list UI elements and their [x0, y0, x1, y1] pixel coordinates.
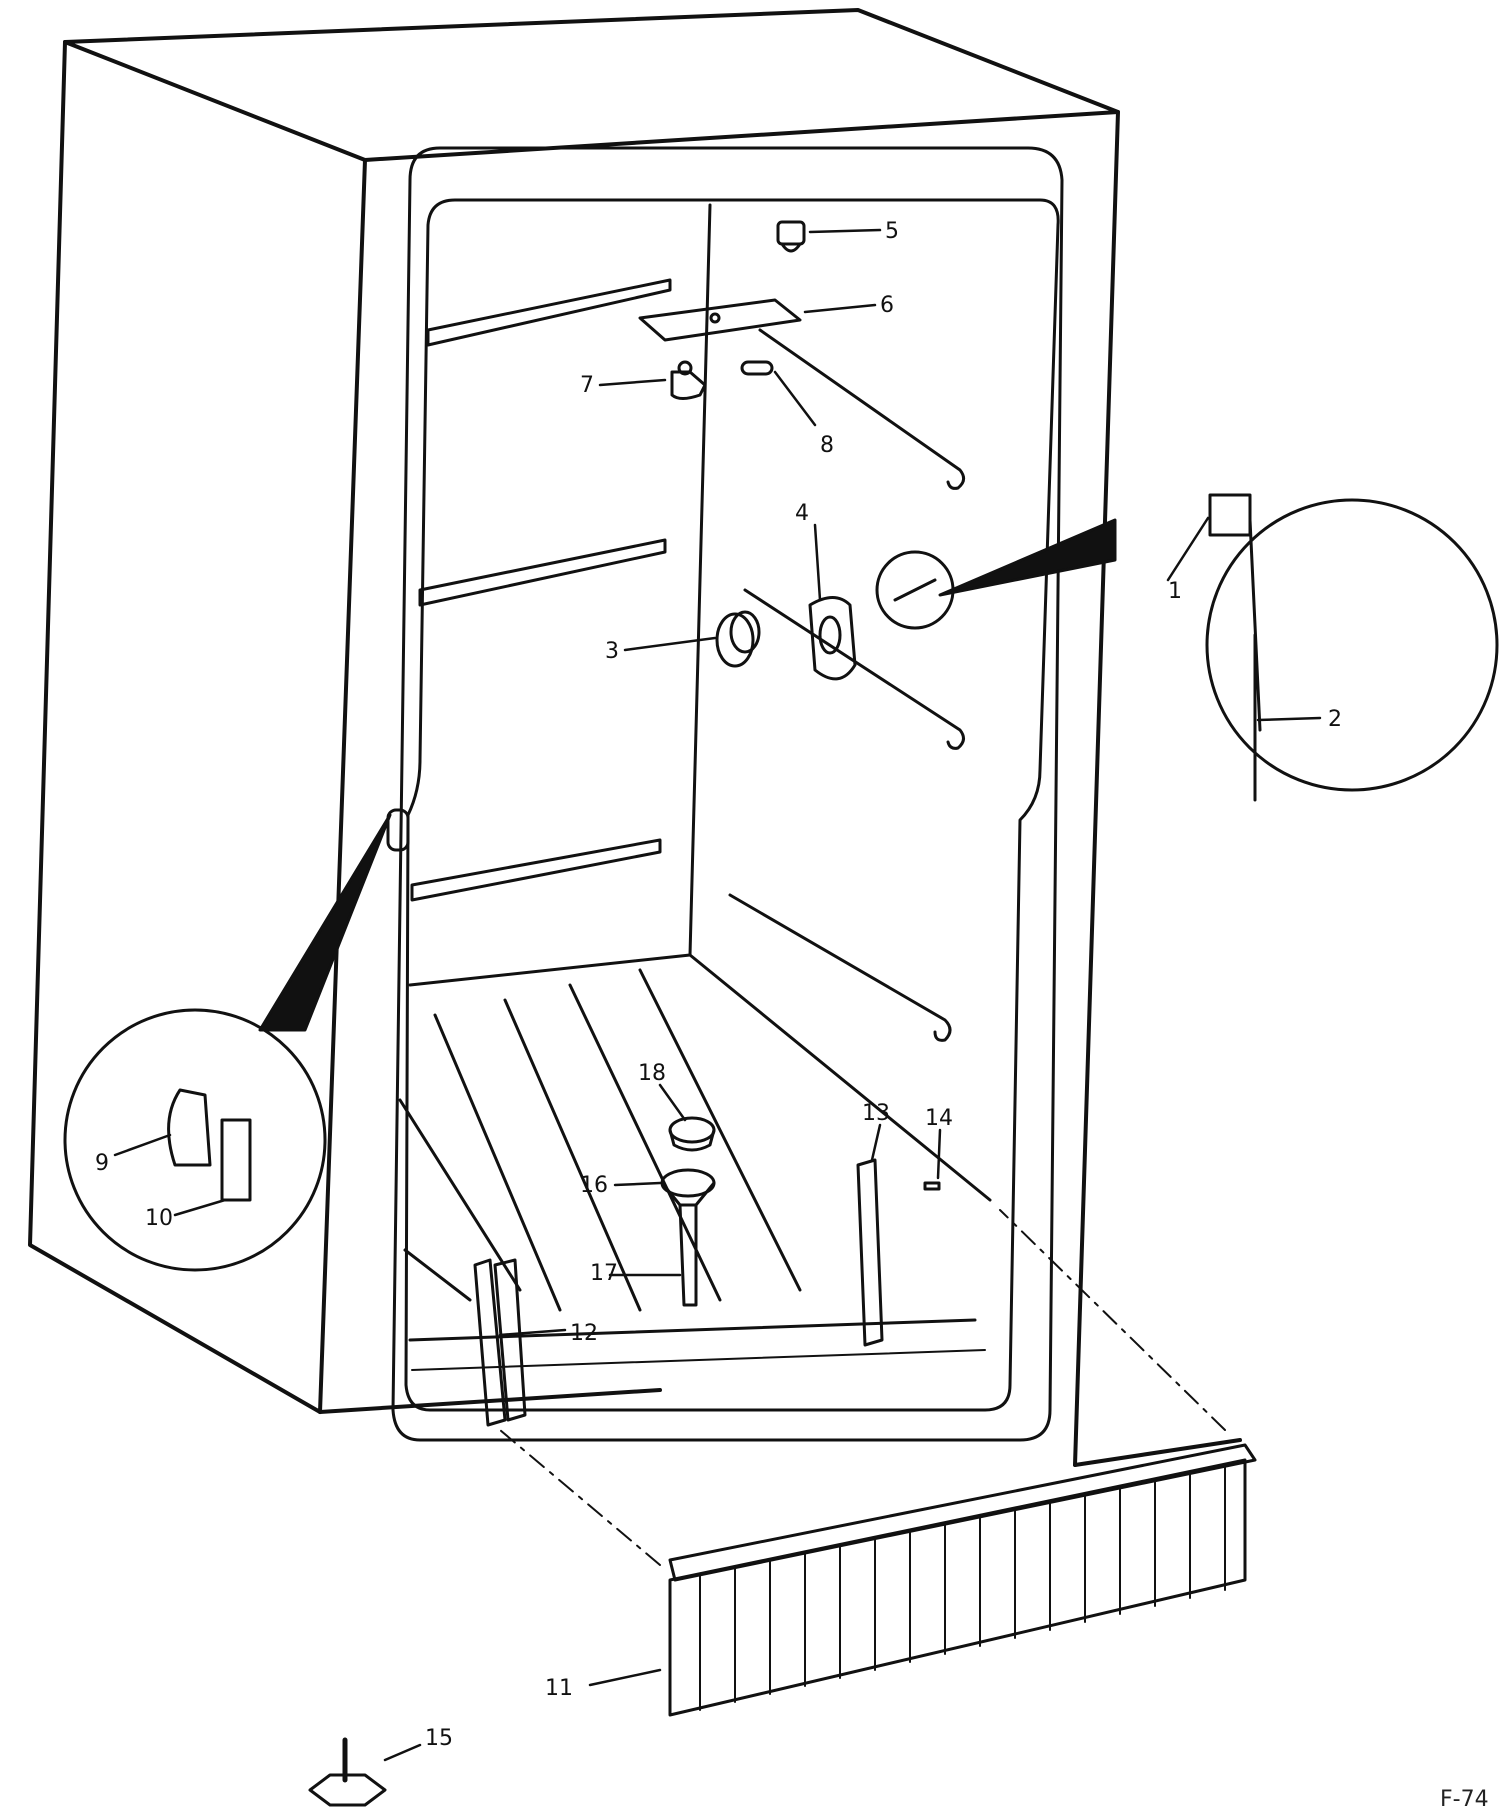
thermostat-mount — [875, 550, 955, 630]
callout-6: 6 — [880, 293, 894, 318]
inset-thermostat — [938, 493, 1499, 802]
cabinet-shell — [28, 8, 1242, 1467]
callout-2: 2 — [1328, 707, 1342, 732]
hinge-slot — [386, 808, 410, 852]
callout-8: 8 — [820, 433, 834, 458]
inset-hinge — [63, 813, 392, 1272]
part-8-bulb — [740, 360, 774, 376]
leader-lines — [113, 228, 1322, 1762]
callout-11: 11 — [545, 1676, 573, 1701]
callout-7: 7 — [580, 373, 594, 398]
callout-12: 12 — [570, 1321, 598, 1346]
part-6-bracket — [638, 298, 802, 342]
callout-1: 1 — [1168, 579, 1182, 604]
part-4-bezel — [808, 596, 857, 681]
part-12-bracket — [473, 1258, 527, 1427]
callout-13: 13 — [862, 1101, 890, 1126]
part-18-cap — [668, 1116, 716, 1152]
callout-15: 15 — [425, 1726, 453, 1751]
basket-wires — [398, 968, 802, 1312]
callout-17: 17 — [590, 1261, 618, 1286]
shelf-rails — [410, 278, 965, 1042]
callout-3: 3 — [605, 639, 619, 664]
callout-4: 4 — [795, 501, 809, 526]
part-7-lamp — [670, 360, 707, 400]
figure-id: F-74 — [1440, 1787, 1489, 1812]
part-3-knob — [715, 610, 761, 668]
callout-18: 18 — [638, 1061, 666, 1086]
callout-5: 5 — [885, 219, 899, 244]
part-17-tube — [678, 1203, 698, 1307]
part-11-grille — [499, 1209, 1257, 1717]
part-5-socket — [776, 220, 806, 253]
part-13-bracket — [856, 1158, 884, 1347]
callout-16: 16 — [580, 1173, 608, 1198]
callout-10: 10 — [145, 1206, 173, 1231]
part-16-funnel — [660, 1168, 716, 1207]
part-15-leg — [308, 1737, 387, 1807]
part-14-screw — [923, 1181, 941, 1191]
callout-9: 9 — [95, 1151, 109, 1176]
callout-labels: 1 2 3 4 5 6 7 8 9 10 11 12 13 14 15 16 1… — [95, 219, 1342, 1751]
callout-14: 14 — [925, 1106, 953, 1131]
